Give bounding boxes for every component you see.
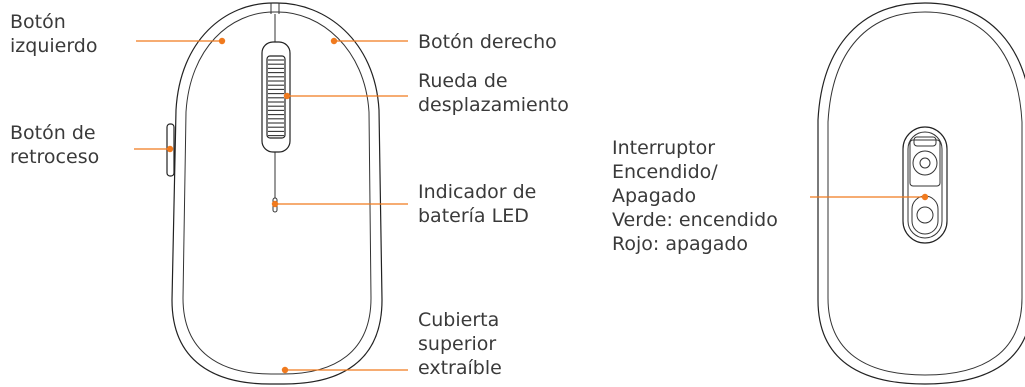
label-left-button: Botón izquierdo [10,10,98,58]
label-battery-indicator-line1: Indicador de [418,181,537,203]
power-switch [902,126,948,244]
mouse-top-view [166,2,383,385]
label-power-switch-line5: Rojo: apagado [612,233,749,255]
bottom-inner-shell [827,11,1023,376]
callouts [134,37,929,374]
label-power-switch: Interruptor Encendido/ Apagado Verde: en… [612,136,778,256]
label-back-button-line1: Botón de [10,122,96,144]
switch-knob [916,206,934,224]
label-back-button-line2: retroceso [10,146,100,168]
label-power-switch-line3: Apagado [612,185,697,207]
sensor-window [909,139,941,187]
scroll-wheel-ribs [268,59,284,137]
label-left-button-line1: Botón [10,11,66,33]
label-back-button: Botón de retroceso [10,121,99,169]
scroll-wheel [261,41,291,153]
callout-dot-top-cover [281,366,289,374]
callout-dot-back-button [166,145,174,153]
mouse-bottom-view [817,2,1025,385]
switch-housing [902,126,948,244]
callout-dot-right-button [330,37,338,45]
label-right-button-line1: Botón derecho [418,31,557,53]
sensor-lens-inner [919,157,931,169]
label-battery-indicator-line2: batería LED [418,205,529,227]
bottom-outer-shell [817,2,1025,385]
label-top-cover-line2: superior [418,333,497,355]
label-left-button-line2: izquierdo [10,35,98,57]
label-scroll-wheel-line1: Rueda de [418,70,508,92]
label-battery-indicator: Indicador de batería LED [418,180,536,228]
callout-dot-left-button [218,37,226,45]
callout-dot-scroll-wheel [283,92,291,100]
sensor-top [913,136,937,147]
switch-track [911,195,939,235]
label-scroll-wheel-line2: desplazamiento [418,94,569,116]
label-top-cover: Cubierta superior extraíble [418,308,502,380]
label-power-switch-line4: Verde: encendido [612,209,778,231]
sensor-lens-outer [912,150,938,176]
label-scroll-wheel: Rueda de desplazamiento [418,69,569,117]
label-top-cover-line1: Cubierta [418,309,500,331]
mouse-outer-shell [171,2,383,385]
label-right-button: Botón derecho [418,30,557,54]
label-power-switch-line2: Encendido/ [612,161,718,183]
callout-dot-power-switch [921,193,929,201]
label-top-cover-line3: extraíble [418,357,502,379]
mouse-inner-cover [182,11,372,375]
label-power-switch-line1: Interruptor [612,137,716,159]
switch-housing-inner [907,131,943,239]
callout-dot-battery-led [271,200,279,208]
